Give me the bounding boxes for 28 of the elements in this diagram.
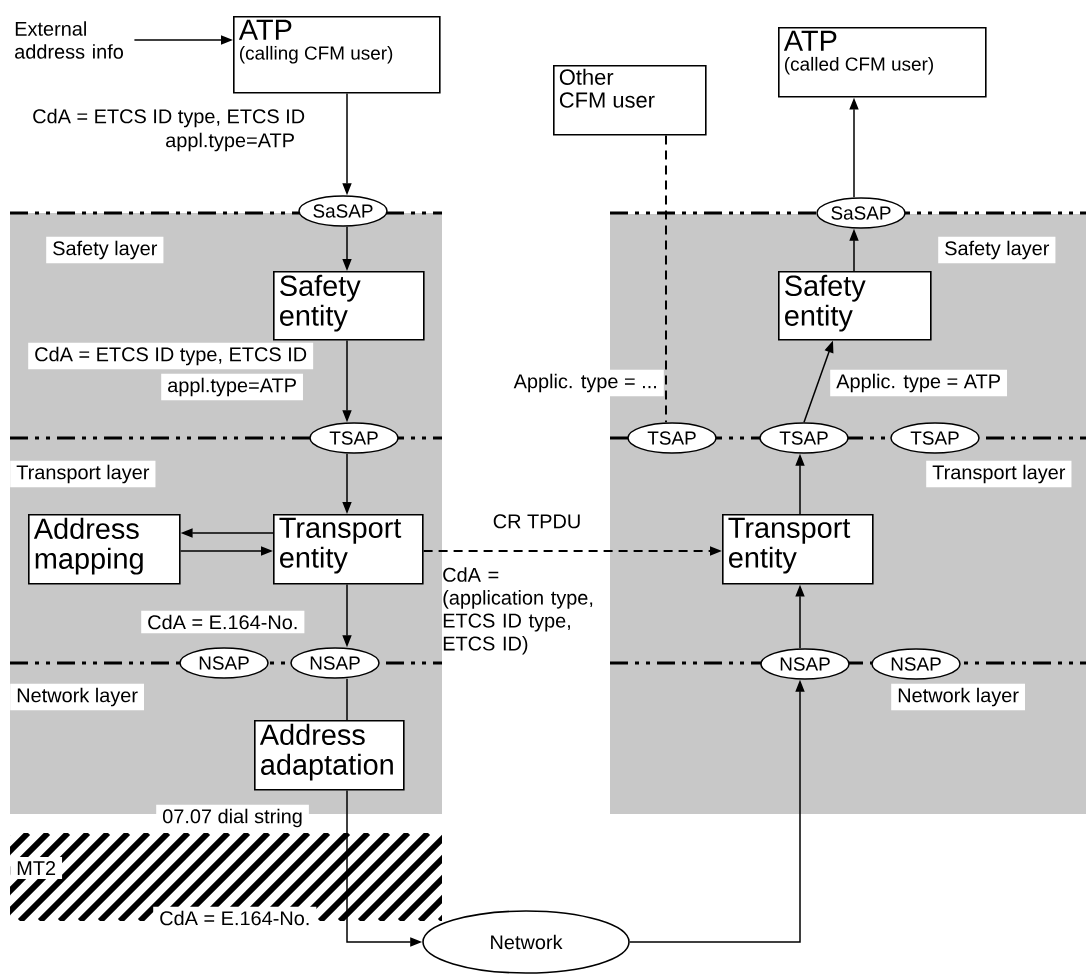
input-label: External address info xyxy=(15,21,123,59)
band-label: MT2 xyxy=(10,857,63,879)
layer-label: Safety layer xyxy=(938,236,1056,264)
layer-label: Network layer xyxy=(10,683,144,711)
entity-box: Transport entity xyxy=(273,514,424,585)
layer-label: Transport layer xyxy=(926,460,1072,488)
layer-label: Safety layer xyxy=(46,236,164,264)
parameter-label: CdA = E.164-No. xyxy=(153,906,317,930)
parameter-label: 07.07 dial string xyxy=(156,804,309,832)
function-box: Address mapping xyxy=(28,514,181,585)
parameter-label: Applic. type = ATP xyxy=(830,369,1008,397)
user-box: ATP (calling CFM user) xyxy=(233,16,441,94)
function-box: Address adaptation xyxy=(254,720,405,791)
parameter-label: Applic. type = ... xyxy=(507,369,664,397)
layer-label: Network layer xyxy=(891,683,1025,711)
parameter-label: appl.type=ATP xyxy=(161,373,303,401)
entity-box: Safety entity xyxy=(273,271,425,341)
layer-label: Transport layer xyxy=(10,460,156,488)
user-box: ATP (called CFM user) xyxy=(778,27,987,98)
entity-box: Safety entity xyxy=(778,271,932,341)
parameter-label: CdA = ETCS ID type, ETCS ID xyxy=(28,342,314,370)
parameter-label: CdA = ETCS ID type, ETCS ID xyxy=(33,108,305,128)
edge-label: CR TPDU xyxy=(490,512,584,531)
user-box: Other CFM user xyxy=(553,65,707,136)
parameter-label: CdA = (application type, ETCS ID type, ETCS ID) xyxy=(443,567,593,655)
parameter-label: appl.type=ATP xyxy=(166,132,294,152)
entity-box: Transport entity xyxy=(722,514,874,585)
parameter-label: CdA = E.164-No. xyxy=(141,610,305,634)
